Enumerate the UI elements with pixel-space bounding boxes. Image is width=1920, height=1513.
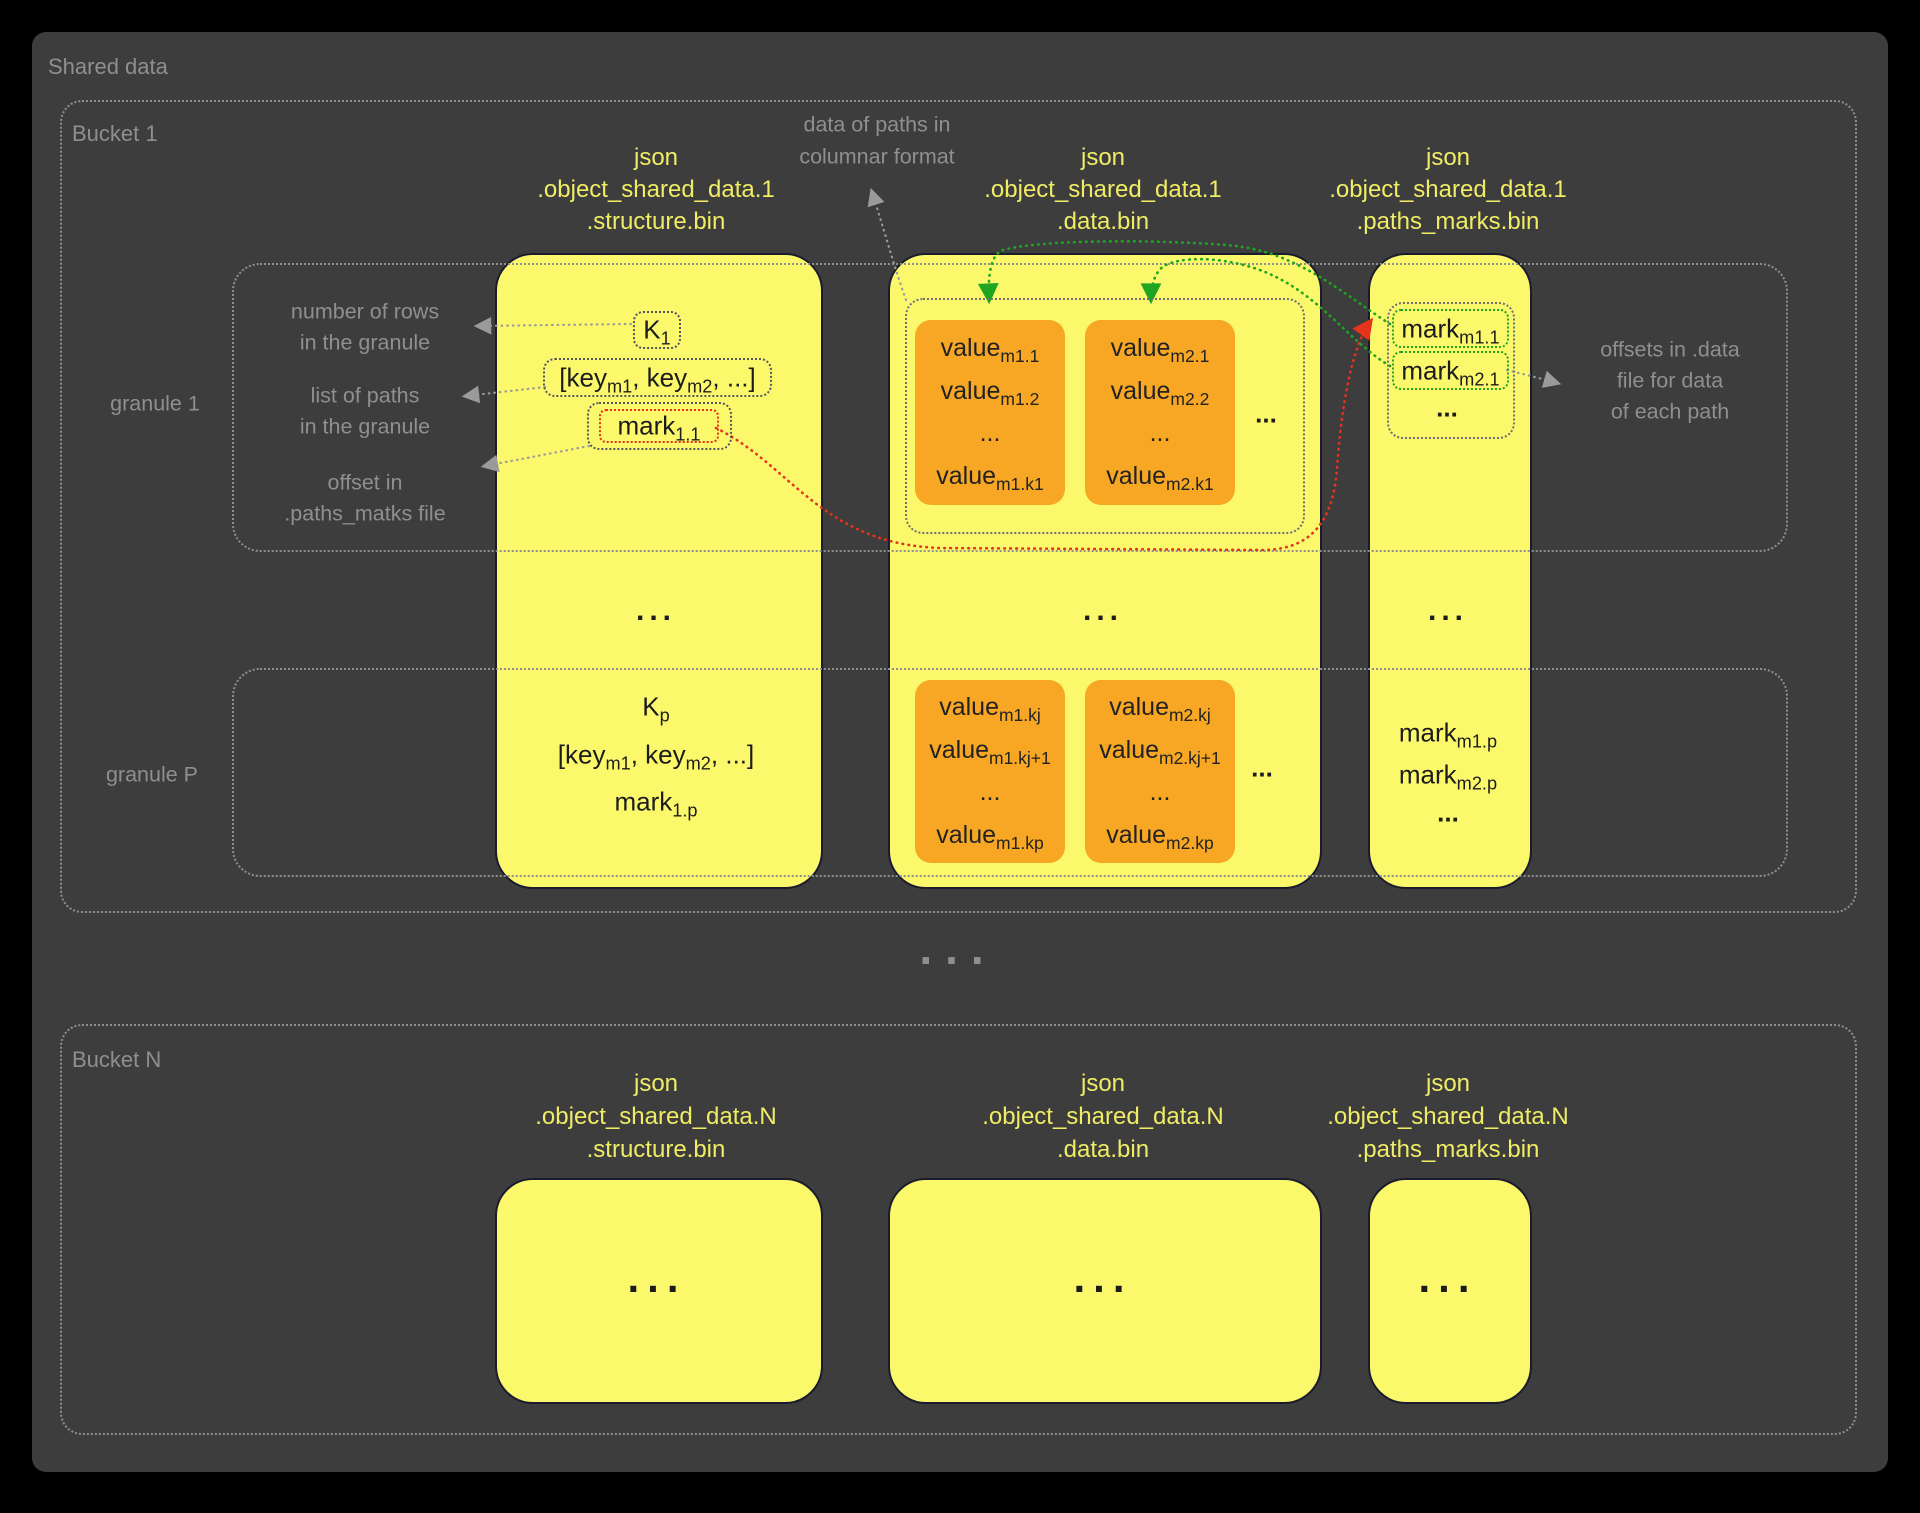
marks-p-more-dots: ...: [1437, 797, 1459, 828]
mark-value: mark1.1: [617, 410, 701, 445]
annotation-columnar-line2: columnar format: [799, 144, 955, 169]
value-m1-kj1: valuem1.kj+1: [929, 735, 1051, 768]
structure-n-header-line3: .structure.bin: [586, 1136, 726, 1163]
structure-file-header-line3: .structure.bin: [586, 208, 726, 235]
granule-p-label: granule P: [105, 762, 199, 787]
mark-m2-1-value: markm2.1: [1401, 355, 1500, 390]
structure-file-header-line1: json: [633, 144, 679, 171]
marks-n-header-line2: .object_shared_data.N: [1327, 1103, 1569, 1130]
mark-m2-1-box: markm2.1: [1392, 351, 1509, 390]
value-m1-1: valuem1.1: [940, 333, 1040, 366]
mark-m1-p-value: markm1.p: [1398, 717, 1498, 752]
values-m2-box: valuem2.1 valuem2.2 ... valuem2.k1: [1085, 320, 1235, 505]
annotation-offsets-data-line2: file for data: [1616, 368, 1724, 393]
marks-n-column: [1368, 1178, 1532, 1404]
data-file-header-line1: json: [1080, 144, 1126, 171]
values-m1-box: valuem1.1 valuem1.2 ... valuem1.k1: [915, 320, 1065, 505]
value-m1-2: valuem1.2: [940, 376, 1040, 409]
structure-n-header-line1: json: [633, 1070, 679, 1097]
values-m2-p-box: valuem2.kj valuem2.kj+1 ... valuem2.kp: [1085, 680, 1235, 863]
value-m1-p-dots: ...: [979, 778, 1001, 807]
kp-value: Kp: [642, 691, 670, 726]
annotation-paths-line1: list of paths: [310, 383, 420, 408]
keys-value: [keym1, keym2, ...]: [559, 362, 756, 397]
data-n-column: [888, 1178, 1322, 1404]
annotation-columnar-line1: data of paths in: [803, 112, 951, 137]
structure-file-header-line2: .object_shared_data.1: [537, 176, 775, 203]
marks-more-dots: ...: [1436, 392, 1458, 423]
values-m1-p-box: valuem1.kj valuem1.kj+1 ... valuem1.kp: [915, 680, 1065, 863]
value-m2-kj1: valuem2.kj+1: [1099, 735, 1221, 768]
mark-inner-box: mark1.1: [599, 409, 719, 445]
data-n-header-line1: json: [1080, 1070, 1126, 1097]
structure-n-header-line2: .object_shared_data.N: [535, 1103, 777, 1130]
marks-n-ellipsis: ...: [1418, 1254, 1478, 1301]
data-n-header-line3: .data.bin: [1056, 1136, 1150, 1163]
data-file-header-line3: .data.bin: [1056, 208, 1150, 235]
annotation-offset-line2: .paths_matks file: [284, 501, 446, 526]
structure-n-ellipsis: ...: [627, 1254, 687, 1301]
value-m1-k1: valuem1.k1: [936, 462, 1044, 495]
mark-p-value: mark1.p: [614, 786, 698, 821]
value-m2-kp: valuem2.kp: [1106, 820, 1214, 853]
bucket-separator-ellipsis: ...: [919, 922, 997, 974]
data-ellipsis: ...: [1082, 594, 1124, 627]
annotation-offset-line1: offset in: [327, 470, 403, 495]
marks-file-header-line2: .object_shared_data.1: [1329, 176, 1567, 203]
marks-n-header-line1: json: [1425, 1070, 1471, 1097]
values-more-dots: ...: [1255, 398, 1277, 429]
bucket-n-label: Bucket N: [72, 1047, 162, 1072]
marks-file-header-line3: .paths_marks.bin: [1356, 208, 1540, 235]
value-m2-dots: ...: [1149, 419, 1171, 448]
structure-ellipsis: ...: [635, 594, 677, 627]
annotation-rows-line2: in the granule: [299, 330, 431, 355]
value-m1-kp: valuem1.kp: [936, 820, 1044, 853]
value-m2-2: valuem2.2: [1110, 376, 1210, 409]
annotation-rows-line1: number of rows: [290, 299, 440, 324]
value-m2-p-dots: ...: [1149, 778, 1171, 807]
structure-n-column: [495, 1178, 823, 1404]
keys-box: [keym1, keym2, ...]: [543, 358, 772, 397]
k1-box: K1: [633, 311, 681, 349]
values-p-more-dots: ...: [1251, 752, 1273, 783]
mark-m2-p-value: markm2.p: [1398, 759, 1498, 794]
data-n-ellipsis: ...: [1073, 1254, 1133, 1301]
mark-m1-1-value: markm1.1: [1401, 313, 1500, 348]
marks-n-header-line3: .paths_marks.bin: [1356, 1136, 1540, 1163]
mark-m1-1-box: markm1.1: [1392, 309, 1509, 348]
keys-p-value: [keym1, keym2, ...]: [557, 739, 755, 774]
value-m1-kj: valuem1.kj: [939, 693, 1041, 726]
value-m2-k1: valuem2.k1: [1106, 462, 1214, 495]
data-n-header-line2: .object_shared_data.N: [982, 1103, 1224, 1130]
value-m2-1: valuem2.1: [1110, 333, 1210, 366]
annotation-paths-line2: in the granule: [299, 414, 431, 439]
marks-ellipsis: ...: [1427, 594, 1469, 627]
bucket-1-label: Bucket 1: [72, 121, 158, 146]
shared-data-title: Shared data: [48, 54, 168, 79]
k1-value: K1: [643, 314, 671, 349]
marks-file-header-line1: json: [1425, 144, 1471, 171]
annotation-offsets-data-line1: offsets in .data: [1600, 337, 1740, 362]
value-m1-dots: ...: [979, 419, 1001, 448]
data-file-header-line2: .object_shared_data.1: [984, 176, 1222, 203]
annotation-offsets-data-line3: of each path: [1610, 399, 1730, 424]
value-m2-kj: valuem2.kj: [1109, 693, 1211, 726]
granule-1-label: granule 1: [110, 391, 200, 416]
